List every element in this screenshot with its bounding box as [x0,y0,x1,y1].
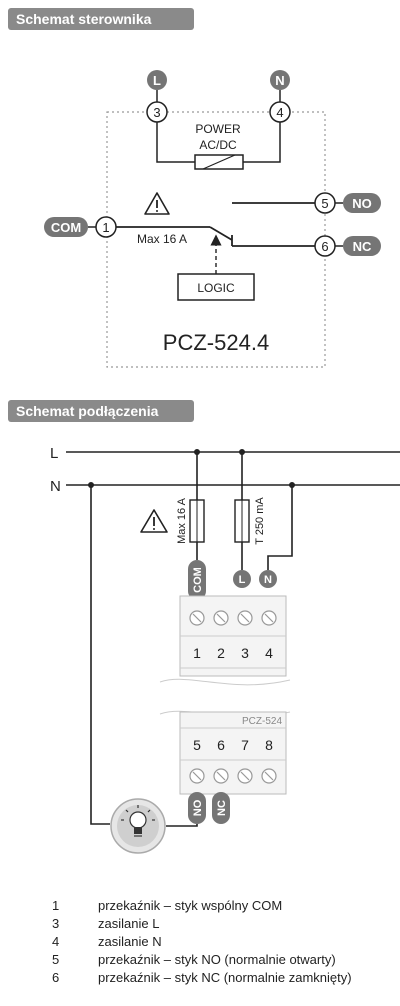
legend-row: 4 zasilanie N [52,933,392,951]
legend-number: 4 [52,934,60,949]
legend-row: 5 przekaźnik – styk NO (normalnie otwart… [52,951,392,969]
fuse-250ma-label: T 250 mA [254,497,266,545]
n-tag-top: N [270,70,290,90]
legend-number: 3 [52,916,60,931]
svg-text:N: N [264,574,272,586]
svg-text:3: 3 [241,645,249,661]
fuse-16a-label: Max 16 A [176,497,188,544]
legend-text: przekaźnik – styk NO (normalnie otwarty) [98,952,336,967]
legend-text: zasilanie N [98,934,162,949]
svg-text:NC: NC [353,239,372,254]
bulb-icon [110,798,166,854]
svg-text:L: L [153,73,161,88]
controller-schematic: L 3 N 4 POWER AC/DC [44,70,381,368]
screw-terminal-icon [189,768,277,784]
wiring-schema-title: Schemat podłączenia [8,400,194,422]
max-current-label: Max 16 A [137,232,187,246]
svg-text:L: L [239,574,246,586]
terminal-6: 6 [314,235,336,257]
svg-text:4: 4 [265,645,273,661]
screw-terminal-icon [189,610,277,626]
terminal-legend: 1 przekaźnik – styk wspólny COM 3 zasila… [52,897,392,987]
nc-tag-bottom: NC [212,792,230,824]
svg-text:4: 4 [276,105,283,120]
svg-text:6: 6 [217,737,225,753]
svg-text:3: 3 [153,105,160,120]
terminal-3: 3 [146,101,168,123]
svg-text:COM: COM [192,567,204,593]
terminal-5: 5 [314,192,336,214]
svg-text:NO: NO [192,799,204,816]
no-tag-bottom: NO [188,792,206,824]
svg-text:NC: NC [216,800,228,816]
model-label: PCZ-524.4 [163,330,269,355]
power-label: POWER [195,122,241,136]
legend-row: 6 przekaźnik – styk NC (normalnie zamkni… [52,969,392,987]
legend-number: 5 [52,952,60,967]
device-label: PCZ-524 [242,716,282,727]
n-tag-bottom: N [259,570,277,588]
legend-row: 1 przekaźnik – styk wspólny COM [52,897,392,915]
l-tag-top: L [147,70,167,90]
legend-text: zasilanie L [98,916,160,931]
logic-box [177,273,255,301]
relay-contact [209,226,233,241]
l-tag-bottom: L [233,570,251,588]
wiring-schematic: L N Max 16 A T 250 mA COM [50,445,400,854]
com-tag-bottom: COM [188,560,206,600]
svg-text:6: 6 [321,239,328,254]
warning-icon [140,509,168,533]
svg-text:LOGIC: LOGIC [197,281,235,295]
svg-text:5: 5 [193,737,201,753]
nc-tag-top: NC [343,236,381,256]
legend-row: 3 zasilanie L [52,915,392,933]
svg-text:COM: COM [51,220,81,235]
line-l-label: L [50,445,58,462]
svg-text:1: 1 [193,645,201,661]
warning-icon [144,192,170,215]
legend-text: przekaźnik – styk wspólny COM [98,898,283,913]
line-n-label: N [50,478,61,495]
svg-text:2: 2 [217,645,225,661]
controller-schema-title: Schemat sterownika [8,8,194,30]
legend-number: 1 [52,898,60,913]
svg-text:1: 1 [102,220,109,235]
legend-number: 6 [52,970,60,985]
terminal-4: 4 [269,101,291,123]
svg-text:8: 8 [265,737,273,753]
terminal-1: 1 [95,216,117,238]
svg-text:N: N [275,73,284,88]
com-tag-top: COM [44,217,88,237]
svg-text:5: 5 [321,196,328,211]
no-tag-top: NO [343,193,381,213]
legend-text: przekaźnik – styk NC (normalnie zamknięt… [98,970,352,985]
acdc-label: AC/DC [199,138,237,152]
svg-text:NO: NO [352,196,372,211]
svg-text:7: 7 [241,737,249,753]
